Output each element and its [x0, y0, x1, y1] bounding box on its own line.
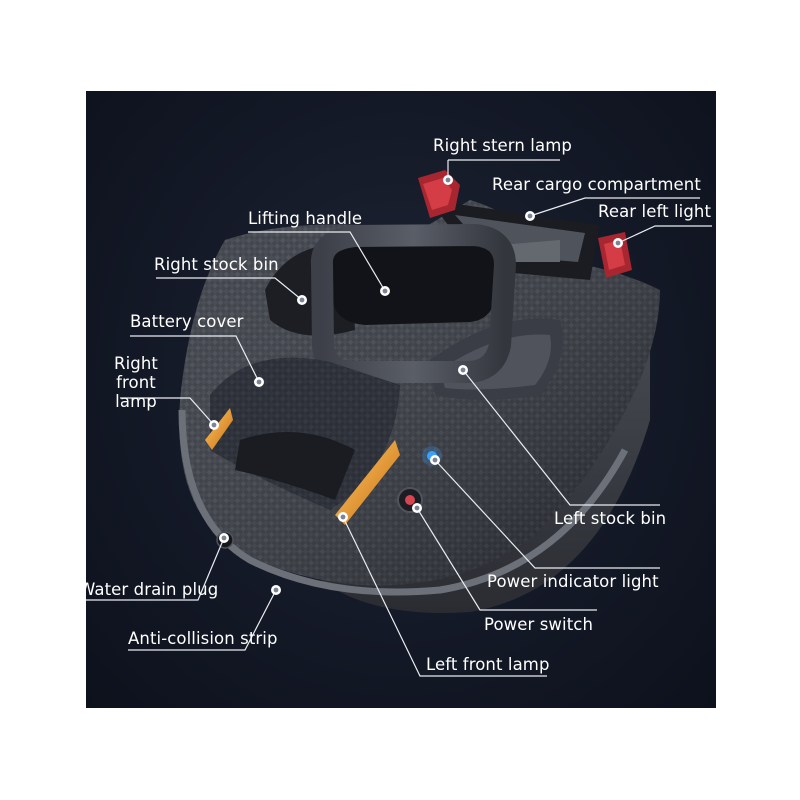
- label-right-stock-bin: Right stock bin: [154, 255, 279, 274]
- battery-cover: [210, 357, 400, 510]
- label-power-switch: Power switch: [484, 615, 594, 634]
- left-front-lamp: [335, 440, 400, 525]
- label-lifting-handle: Lifting handle: [248, 209, 363, 228]
- anti-collision-strip: [178, 409, 629, 596]
- label-rear-left-light: Rear left light: [598, 202, 712, 221]
- label-anti-collision-strip: Anti-collision strip: [128, 629, 278, 648]
- right-front-lamp: [205, 408, 233, 450]
- label-power-indicator-light: Power indicator light: [487, 572, 659, 591]
- label-left-stock-bin: Left stock bin: [554, 509, 667, 528]
- label-right-front-lamp: Right front lamp: [114, 354, 158, 411]
- label-rear-cargo-compartment: Rear cargo compartment: [492, 175, 701, 194]
- leader-lines: [86, 159, 712, 677]
- label-water-drain-plug: Water drain plug: [79, 580, 219, 599]
- label-left-front-lamp: Left front lamp: [426, 655, 550, 674]
- label-battery-cover: Battery cover: [130, 312, 244, 331]
- callout-dots: [209, 175, 623, 595]
- label-right-stern-lamp: Right stern lamp: [433, 136, 572, 155]
